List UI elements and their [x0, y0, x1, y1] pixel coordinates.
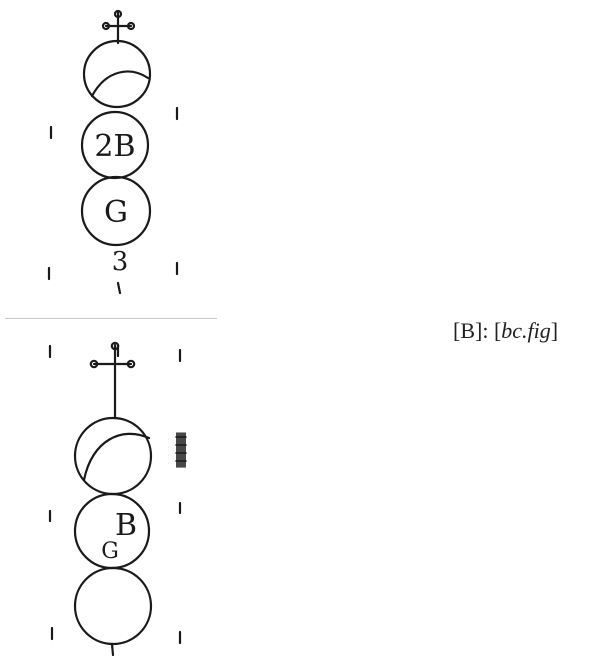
caption-ref: bc.fig [501, 318, 551, 343]
top-circle-g: G [80, 175, 152, 247]
top-crescent-orb [82, 39, 152, 109]
bottom-panel: B G [48, 341, 187, 657]
figure-caption: [B]: [bc.fig] [453, 318, 558, 344]
top-panel: 2B G 3 [47, 9, 179, 295]
top-cross [101, 9, 136, 45]
top-number-label: 3 [112, 247, 129, 277]
bottom-circle-b-label: B [115, 508, 137, 543]
bottom-tick-marks [48, 343, 182, 657]
bottom-empty-circle [73, 566, 153, 646]
panel-divider [5, 318, 217, 319]
bottom-cross [89, 341, 136, 420]
bottom-circle-bg: B G [73, 492, 151, 570]
caption-suffix: ] [550, 318, 559, 343]
top-circle-2b: 2B [80, 110, 150, 180]
top-circle-g-label: G [104, 195, 128, 230]
caption-prefix: [B]: [ [453, 318, 502, 343]
top-circle-2b-label: 2B [94, 129, 135, 164]
hatch-mark [175, 432, 187, 468]
bottom-crescent-orb [73, 416, 153, 496]
top-tick-marks [47, 106, 179, 295]
bottom-circle-g-label: G [101, 539, 119, 564]
